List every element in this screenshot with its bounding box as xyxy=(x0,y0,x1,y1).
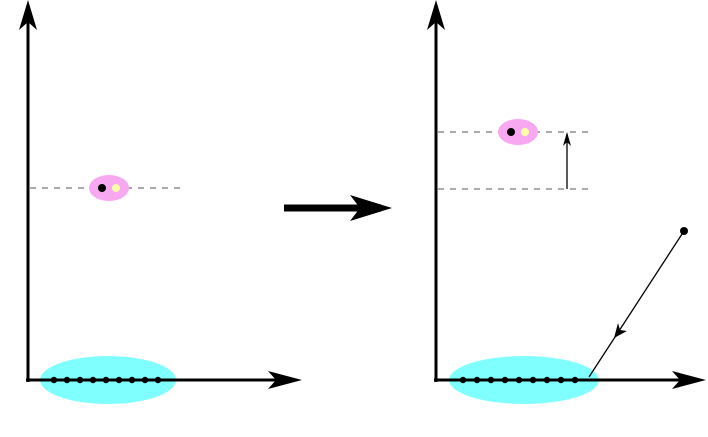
ground-electron xyxy=(515,376,523,384)
transition-arrow-head xyxy=(350,195,392,221)
right-panel xyxy=(427,0,706,404)
incoming-particle-path-arrowhead xyxy=(614,323,627,338)
right-ground-electrons xyxy=(459,376,579,384)
left-y-axis-arrowhead xyxy=(19,0,37,30)
ground-electron xyxy=(557,376,565,384)
transition-arrow xyxy=(284,195,392,221)
right-dark-electron xyxy=(507,128,515,136)
ground-electron xyxy=(487,376,495,384)
right-y-axis-arrowhead xyxy=(427,0,445,30)
left-panel xyxy=(19,0,302,404)
left-excited-pair-halo xyxy=(89,175,129,201)
ground-electron xyxy=(76,376,84,384)
ground-electron xyxy=(529,376,537,384)
ground-electron xyxy=(102,376,110,384)
ground-electron xyxy=(571,376,579,384)
right-x-axis-arrowhead xyxy=(672,371,706,389)
ground-electron xyxy=(50,376,58,384)
ground-electron xyxy=(154,376,162,384)
ground-electron xyxy=(543,376,551,384)
level-shift-arrowhead xyxy=(563,132,571,146)
ground-electron xyxy=(459,376,467,384)
ground-electron xyxy=(141,376,149,384)
ground-electron xyxy=(115,376,123,384)
ground-electron xyxy=(473,376,481,384)
ground-electron xyxy=(89,376,97,384)
ground-electron xyxy=(63,376,71,384)
left-dark-electron xyxy=(98,184,106,192)
left-light-electron xyxy=(112,184,120,192)
ground-electron xyxy=(501,376,509,384)
left-x-axis-arrowhead xyxy=(268,371,302,389)
right-light-electron xyxy=(521,128,529,136)
incoming-particle-path xyxy=(588,230,685,378)
left-ground-electrons xyxy=(50,376,162,384)
ground-electron xyxy=(128,376,136,384)
right-excited-pair-halo xyxy=(498,119,538,145)
